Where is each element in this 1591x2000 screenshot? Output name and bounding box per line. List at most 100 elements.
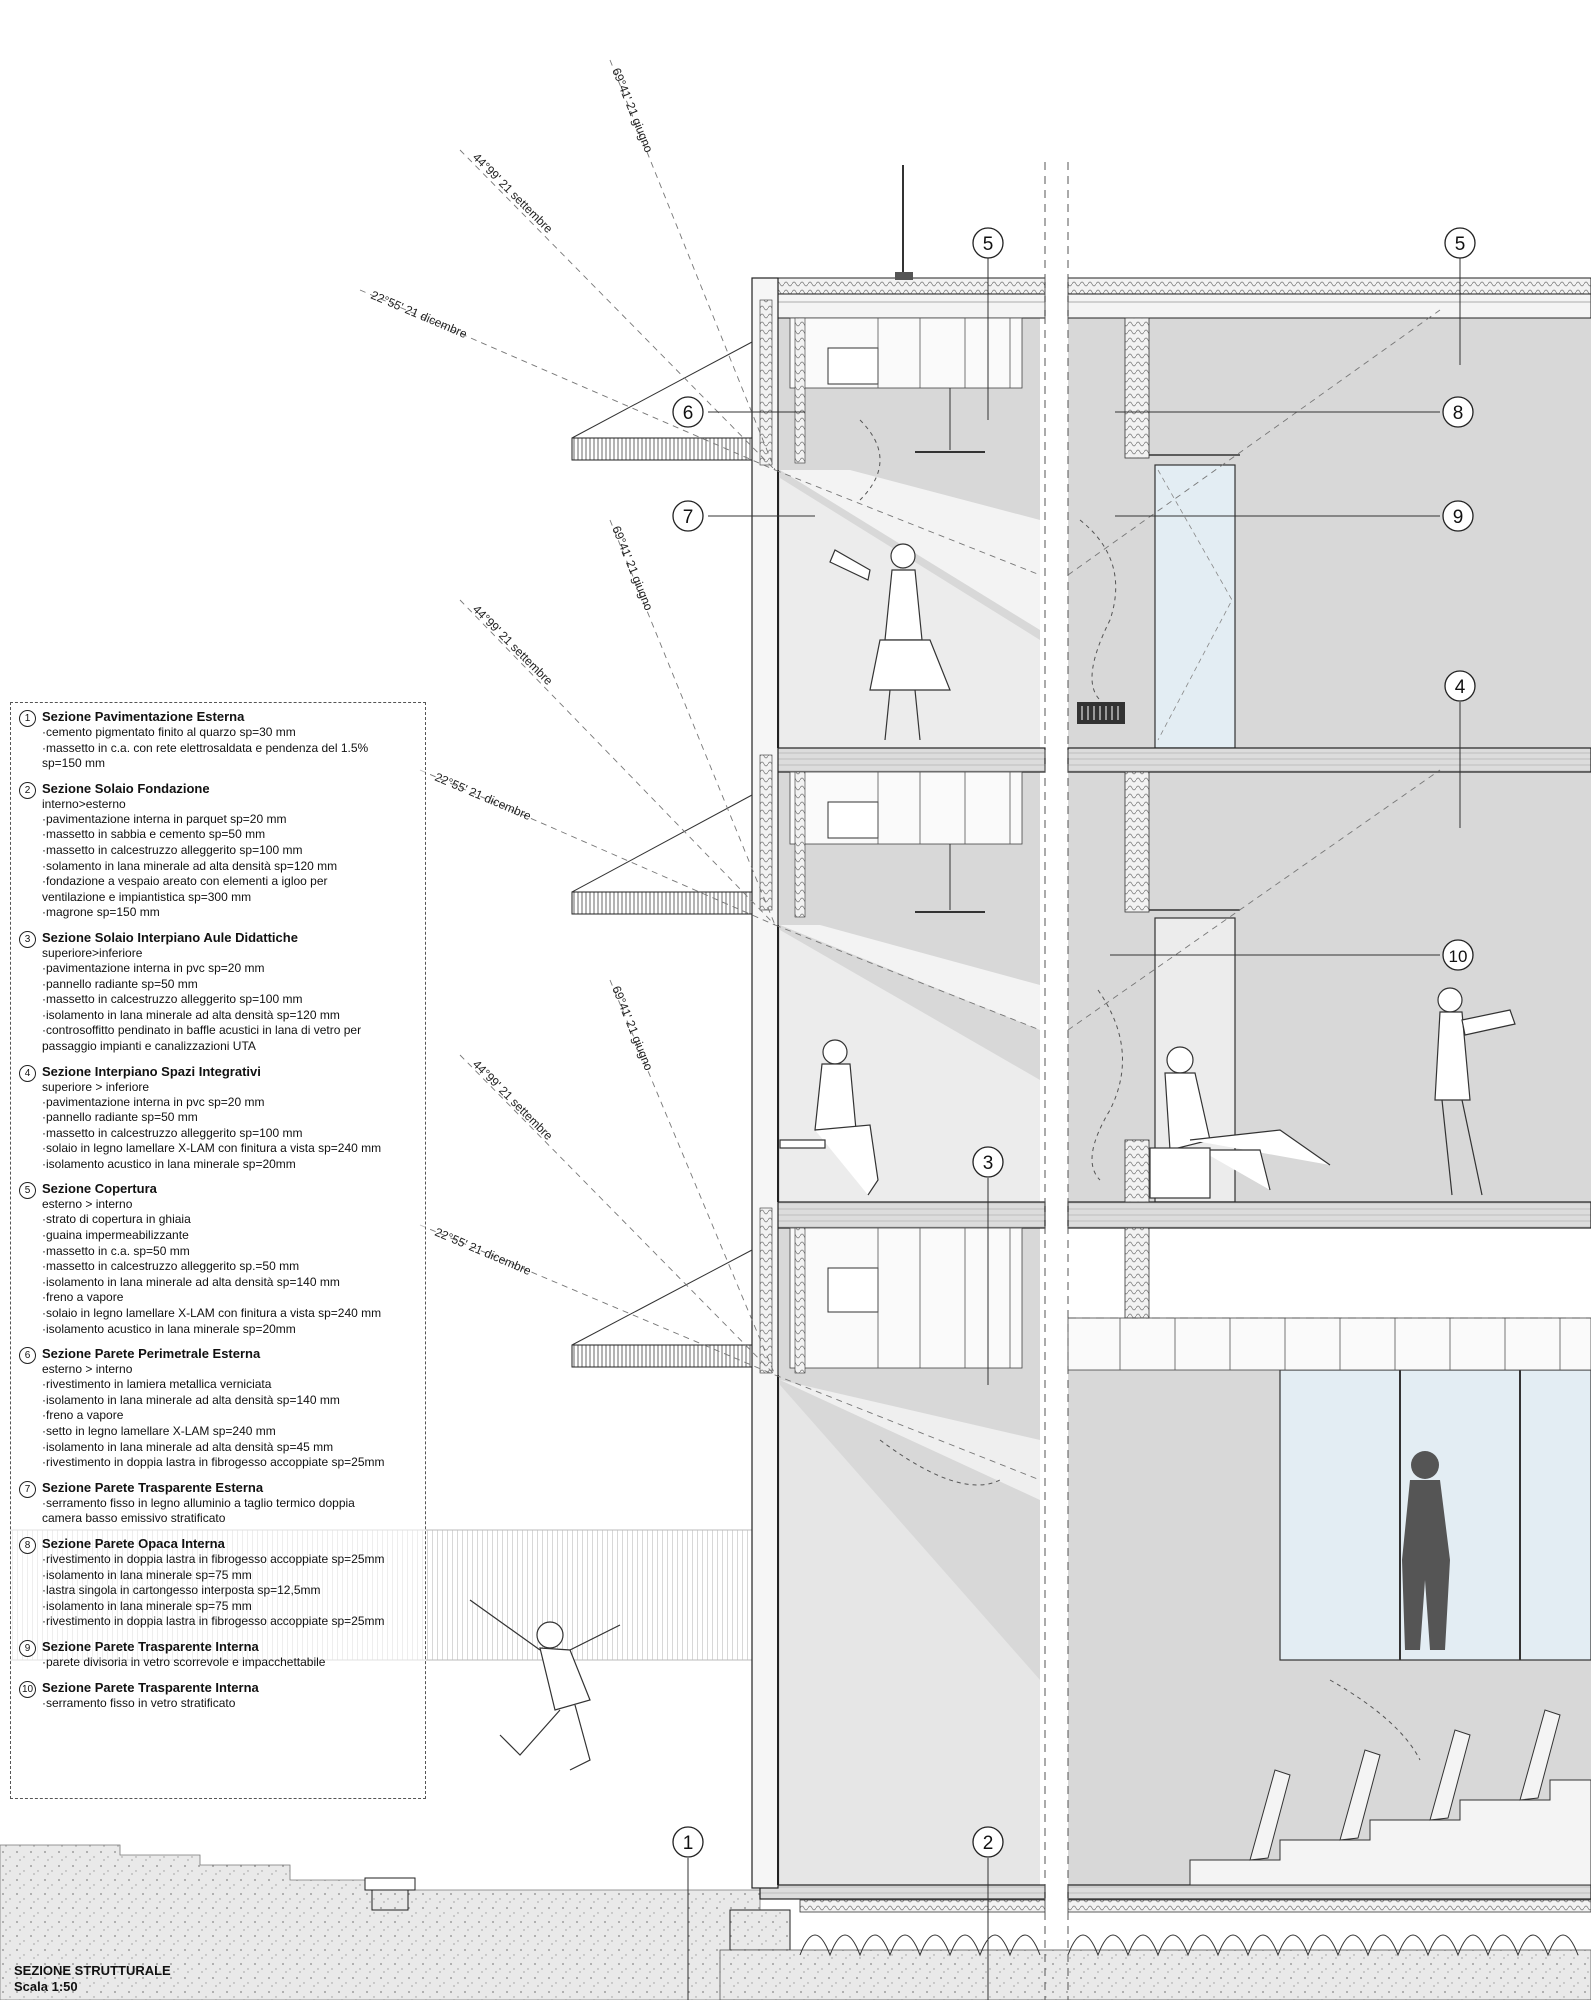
legend-item: 7 Sezione Parete Trasparente Esterna·serr… [19,1480,417,1527]
person-sitting-left [779,1039,879,1196]
sun-shading [571,341,753,1368]
legend-layer: ·pavimentazione interna in pvc sp=20 mm [42,1094,265,1109]
legend-layer: ·strato di copertura in ghiaia [42,1212,191,1227]
ground-section [0,1844,1591,2000]
svg-text:4: 4 [1455,677,1466,698]
callout-10: 10 [1442,939,1474,971]
callout-2: 2 [972,1826,1004,1858]
svg-text:7: 7 [683,507,694,528]
legend-layer: ·massetto in calcestruzzo alleggerito sp… [42,1125,303,1140]
legend-layer: ·massetto in calcestruzzo alleggerito sp… [42,992,303,1007]
legend-layer: ·pavimentazione interna in pvc sp=20 mm [42,960,265,975]
legend-layer: ·fondazione a vespaio areato con element… [42,874,328,889]
legend-layer: ·solamento in lana minerale ad alta dens… [42,858,338,873]
legend-title: Sezione Parete Trasparente Interna [42,1638,259,1654]
svg-text:3: 3 [983,1153,994,1174]
floor-slabs [759,747,1591,1957]
legend-layer: ·solaio in legno lamellare X-LAM con fin… [42,1141,382,1156]
legend-layer: ·controsoffitto pendinato in baffle acus… [42,1023,362,1038]
callout-1: 1 [672,1826,704,1858]
legend-layer: ·guaina impermeabilizzante [42,1228,189,1243]
legend-layer: ·isolamento in lana minerale ad alta den… [42,1274,340,1289]
legend-layer: ·solaio in legno lamellare X-LAM con fin… [42,1306,382,1321]
legend-layer: ·massetto in c.a. sp=50 mm [42,1243,190,1258]
drawing-title: SEZIONE STRUTTURALE [14,1963,171,1978]
callout-3: 3 [972,1146,1004,1178]
callout-leaders [687,258,1461,2000]
legend-layer: ·pannello radiante sp=50 mm [42,1110,198,1125]
legend-layer: ·isolamento in lana minerale ad alta den… [42,1007,340,1022]
legend-layer: ·rivestimento in lamiera metallica verni… [42,1377,272,1392]
legend-title: Sezione Parete Trasparente Interna [42,1679,259,1695]
svg-text:5: 5 [983,234,994,255]
legend-title: Sezione Solaio Fondazione [42,780,210,796]
legend-layer: passaggio impianti e canalizzazioni UTA [42,1038,256,1053]
legend-direction: superiore > inferiore [42,1079,150,1094]
callout-5-left: 5 [972,227,1004,259]
person-sitting-right [1149,1046,1331,1199]
legend-layer: camera basso emissivo stratificato [42,1511,226,1526]
sun-angle-summer-2: 69°41' 21 giugno [609,524,656,613]
drawing-scale: Scala 1:50 [14,1979,78,1994]
sun-angle-equinox-2: 44°99' 21 settembre [470,602,556,688]
legend-layer: ·isolamento in lana minerale ad alta den… [42,1392,340,1407]
legend-layer: ·massetto in c.a. con rete elettrosaldat… [42,740,369,755]
legend-layer: ·isolamento acustico in lana minerale sp… [42,1321,296,1336]
legend-direction: superiore>inferiore [42,945,143,960]
legend-title: Sezione Parete Trasparente Esterna [42,1479,264,1495]
legend-item: 3 Sezione Solaio Interpiano Aule Didattic… [19,930,417,1055]
legend-layer: ·cemento pigmentato finito al quarzo sp=… [42,725,296,739]
legend-title: Sezione Parete Perimetrale Esterna [42,1346,261,1362]
legend-number: 10 [19,1680,36,1698]
legend-direction: esterno > interno [42,1197,133,1212]
section-breaks [1044,162,1591,2000]
legend-number: 2 [19,781,36,799]
legend-layer: ·isolamento in lana minerale sp=75 mm [42,1567,252,1582]
sun-angle-equinox-3: 44°99' 21 settembre [470,1057,556,1143]
legend-direction: interno>esterno [42,796,126,811]
legend-title: Sezione Parete Opaca Interna [42,1535,225,1551]
legend-layer: ·pavimentazione interna in parquet sp=20… [42,811,287,826]
legend-layer: ·rivestimento in doppia lastra in fibrog… [42,1455,385,1470]
legend-title: Sezione Solaio Interpiano Aule Didattich… [42,929,298,945]
legend-layer: ·parete divisoria in vetro scorrevole e … [42,1654,326,1669]
human-figures [469,543,1516,1771]
auditorium-seating [1189,1709,1591,1886]
sun-angle-summer-1: 69°41' 21 giugno [609,66,656,155]
exterior-wall [751,277,806,1889]
legend-layer: ·serramento fisso in legno alluminio a t… [42,1495,355,1510]
drawing-title-block: SEZIONE STRUTTURALE Scala 1:50 [14,1963,171,1995]
person-silhouette-window [1402,1451,1450,1650]
svg-text:1: 1 [683,1833,694,1854]
legend-layer: ·freno a vapore [42,1290,124,1305]
legend-layer: ·serramento fisso in vetro stratificato [42,1695,236,1710]
svg-text:6: 6 [683,403,694,424]
ceiling-baffles [789,317,1591,1371]
legend-layer: ·massetto in sabbia e cemento sp=50 mm [42,827,266,842]
legend-number: 3 [19,930,36,948]
legend-layer: ·setto in legno lamellare X-LAM sp=240 m… [42,1424,276,1438]
legend-layer: ·rivestimento in doppia lastra in fibrog… [42,1614,385,1629]
svg-text:2: 2 [983,1833,994,1854]
legend-layer: ·rivestimento in doppia lastra in fibrog… [42,1551,385,1566]
sun-angle-winter-1: 22°55' 21 dicembre [369,288,470,341]
legend-direction: esterno > interno [42,1362,133,1377]
callouts: 5 5 6 7 8 9 4 10 3 1 2 [672,227,1476,1858]
person-megaphone [829,543,951,741]
legend-title: Sezione Pavimentazione Esterna [42,709,245,724]
callout-5-right: 5 [1444,227,1476,259]
legend-layer: ·magrone sp=150 mm [42,905,160,920]
legend-number: 7 [19,1480,36,1498]
legend-layer: sp=150 mm [42,756,106,771]
legend-title: Sezione Copertura [42,1181,157,1197]
sun-angle-equinox-1: 44°99' 21 settembre [470,150,556,236]
